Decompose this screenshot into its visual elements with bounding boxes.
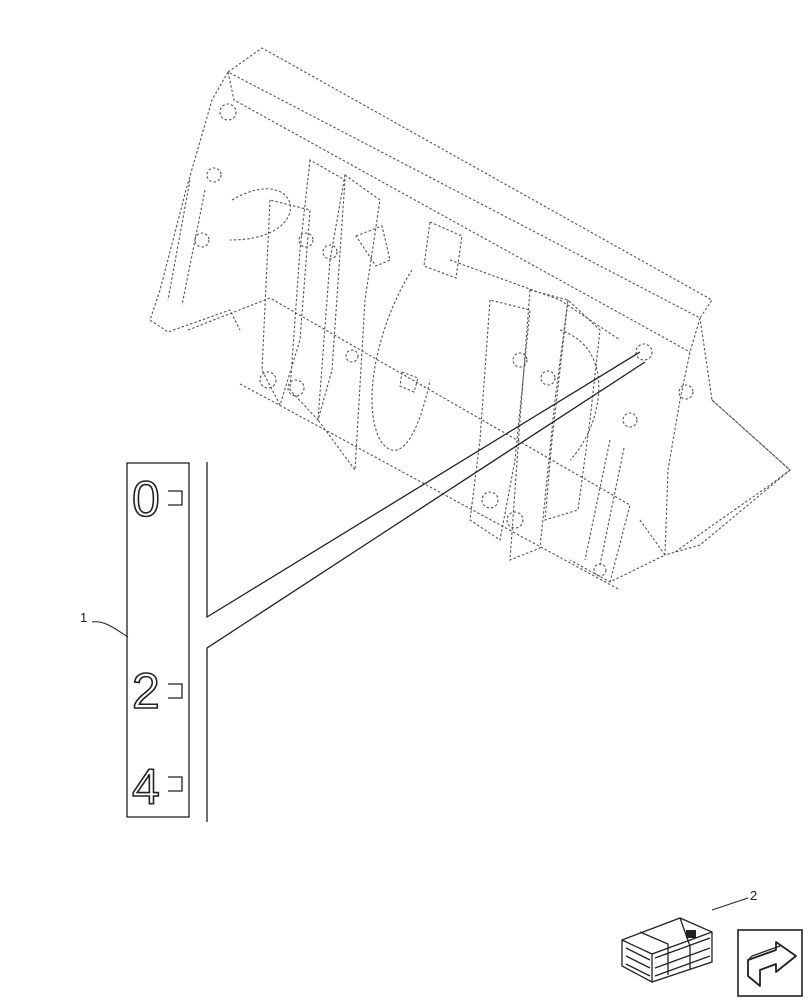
callout-1: 1 [80, 610, 88, 625]
decal-placement-leader [206, 351, 646, 822]
decal-mark-4: 4 [132, 759, 160, 815]
loader-bucket-drawing [149, 47, 791, 591]
level-indicator-decal: 0 2 4 [126, 462, 190, 818]
decal-mark-2: 2 [132, 663, 160, 719]
next-page-arrow-icon[interactable] [737, 929, 803, 997]
crate-icon [621, 917, 713, 983]
callout-2-leader [711, 897, 749, 911]
callout-1-leader [91, 621, 129, 638]
callout-2: 2 [750, 888, 758, 903]
decal-mark-0: 0 [132, 471, 160, 527]
